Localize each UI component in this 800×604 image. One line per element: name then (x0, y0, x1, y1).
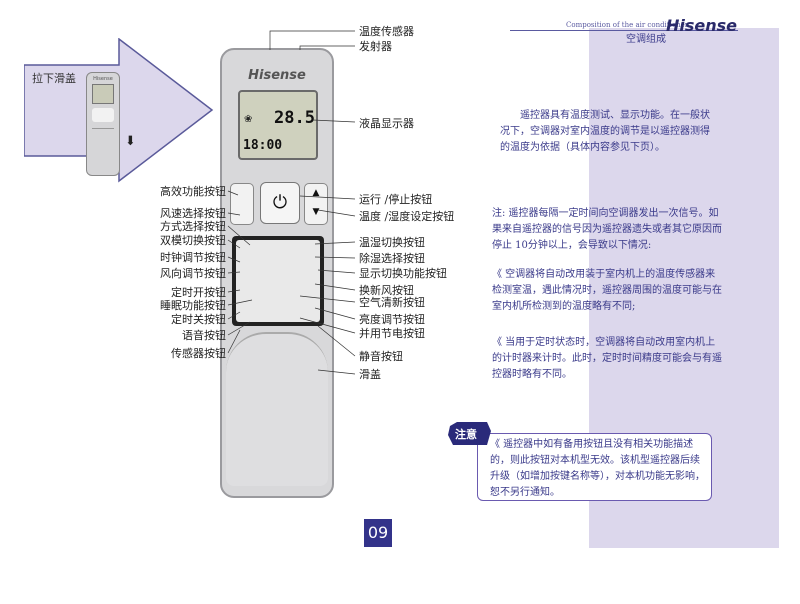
label-right: 除湿选择按钮 (359, 252, 425, 265)
label-left: 高效功能按钮 (160, 185, 226, 198)
label-emitter: 发射器 (359, 40, 392, 53)
intro-paragraph: 遥控器具有温度测试、显示功能。在一般状况下，空调器对室内温度的调节是以遥控器测得… (500, 110, 710, 153)
remote-control: Hisense ❀ 28.5 18:00 ⏻ ▲▼ (220, 48, 334, 498)
badge-shape (448, 422, 491, 445)
page-number: 09 (364, 519, 392, 547)
callout-label: 拉下滑盖 (32, 72, 76, 85)
label-right: 温度 /湿度设定按钮 (359, 210, 455, 223)
label-right: 滑盖 (359, 368, 381, 381)
note-paragraph: 注: 遥控器每隔一定时间向空调器发出一次信号。如果来自遥控器的信号因为遥控器遗失… (492, 208, 722, 251)
notice-text: 《 遥控器中如有备用按钮且没有相关功能描述的，则此按钮对本机型无效。该机型遥控器… (490, 439, 705, 498)
button-grid (236, 240, 320, 322)
label-left: 方式选择按钮 (160, 220, 226, 233)
label-left: 睡眠功能按钮 (160, 299, 226, 312)
notice-box (477, 433, 712, 501)
fan-icon: ❀ (244, 114, 253, 125)
list-item: 《 当用于定时状态时，空调器将自动改用室内机上的计时器来计时。此时，定时时间精度… (492, 337, 722, 380)
button-panel (232, 236, 324, 326)
label-temp-sensor: 温度传感器 (359, 25, 414, 38)
label-right: 温湿切换按钮 (359, 236, 425, 249)
label-left: 定时关按钮 (171, 313, 226, 326)
down-arrow-icon: ⬇ (125, 134, 136, 149)
mini-remote-buttons (92, 108, 114, 122)
label-left: 传感器按钮 (171, 347, 226, 360)
slide-cover[interactable] (226, 332, 328, 486)
remote-brand: Hisense (248, 68, 306, 83)
list-item: 《 空调器将自动改用装于室内机上的温度传感器来检测室温，遇此情况时，遥控器周围的… (492, 269, 722, 312)
lcd-temp: 28.5 (274, 108, 315, 128)
label-left: 风速选择按钮 (160, 207, 226, 220)
label-left: 风向调节按钮 (160, 267, 226, 280)
label-right: 亮度调节按钮 (359, 313, 425, 326)
power-button[interactable]: ⏻ (260, 182, 300, 224)
header-rule (510, 30, 738, 31)
label-right: 并用节电按钮 (359, 327, 425, 340)
mini-remote-brand: Hisense (93, 76, 113, 82)
label-right: 空气清新按钮 (359, 296, 425, 309)
brand-logo: Hisense (666, 16, 738, 35)
notice-badge-label: 注意 (455, 428, 477, 441)
mini-remote-lcd (92, 84, 114, 104)
temp-updown-button[interactable]: ▲▼ (304, 183, 328, 225)
turbo-button[interactable] (230, 183, 254, 225)
notice-badge: 注意 (447, 421, 493, 447)
lcd-time: 18:00 (243, 138, 283, 153)
label-left: 双模切换按钮 (160, 234, 226, 247)
label-lcd: 液晶显示器 (359, 117, 414, 130)
mini-remote: Hisense (86, 72, 120, 176)
label-left: 时钟调节按钮 (160, 251, 226, 264)
label-right: 运行 /停止按钮 (359, 193, 433, 206)
header-caption: Composition of the air conditioner (566, 21, 689, 29)
label-left: 语音按钮 (182, 329, 226, 342)
label-right: 显示切换功能按钮 (359, 267, 447, 280)
label-right: 静音按钮 (359, 350, 403, 363)
section-title: 空调组成 (626, 34, 666, 45)
mini-remote-cover (92, 128, 114, 171)
lcd-display: ❀ 28.5 18:00 (238, 90, 318, 160)
label-left: 定时开按钮 (171, 286, 226, 299)
label-right: 换新风按钮 (359, 284, 414, 297)
